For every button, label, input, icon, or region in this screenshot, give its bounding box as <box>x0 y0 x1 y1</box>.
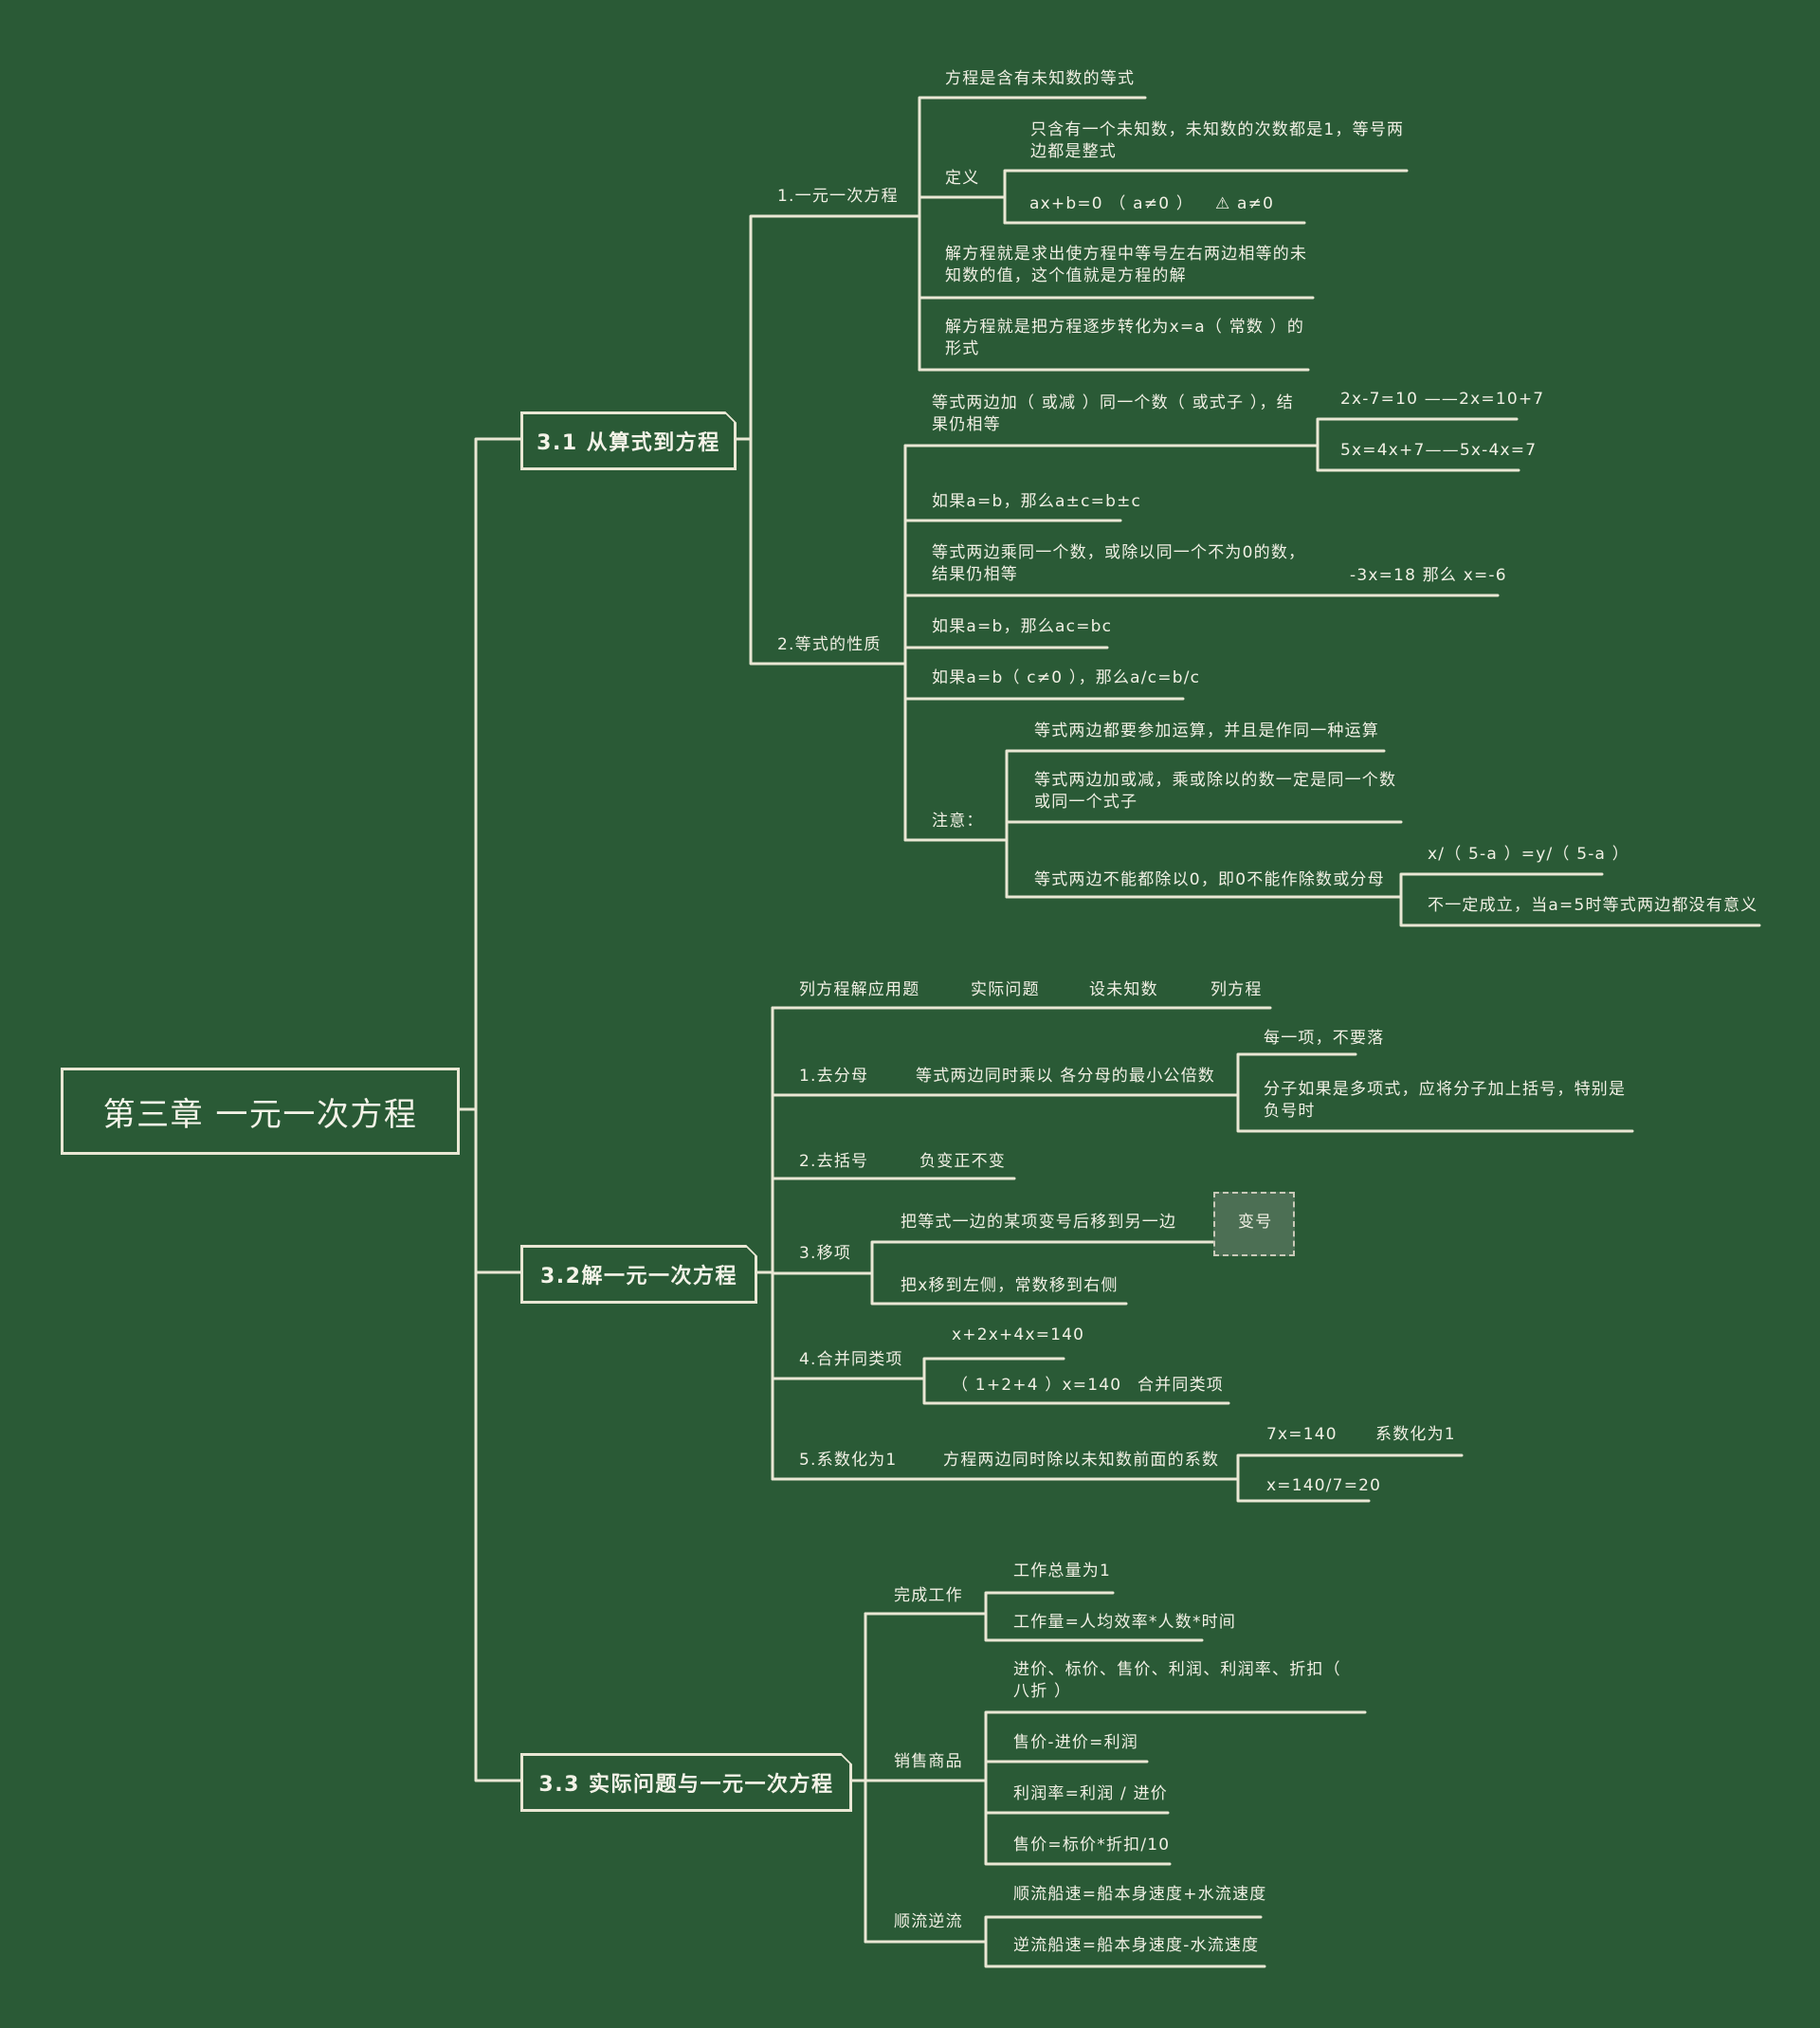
prop-1-example-1[interactable]: 2x-7=10 ——2x=10+7 <box>1340 390 1545 409</box>
step-5-note[interactable]: 系数化为1 <box>1375 1425 1456 1444</box>
sale-item-3[interactable]: 利润率=利润 / 进价 <box>1013 1784 1168 1803</box>
steps-head-2[interactable]: 实际问题 <box>971 980 1040 999</box>
steps-head-4[interactable]: 列方程 <box>1210 980 1263 999</box>
section-3-2-node[interactable]: 3.2解一元一次方程 <box>520 1245 757 1304</box>
section-3-2-title: 3.2解一元一次方程 <box>540 1265 737 1288</box>
step-1-note-2[interactable]: 分子如果是多项式，应将分子加上括号，特别是负号时 <box>1264 1080 1627 1121</box>
steps-head-3[interactable]: 设未知数 <box>1089 980 1158 999</box>
flow-item-1[interactable]: 顺流船速=船本身速度+水流速度 <box>1013 1885 1267 1904</box>
prop-item-5[interactable]: 如果a=b（ c≠0 ），那么a/c=b/c <box>932 668 1201 687</box>
def-form[interactable]: ax+b=0 （ a≠0 ） <box>1029 194 1194 213</box>
step-2-desc[interactable]: 负变正不变 <box>919 1152 1006 1171</box>
section-3-3-title: 3.3 实际问题与一元一次方程 <box>538 1773 834 1797</box>
step-5-desc[interactable]: 方程两边同时除以未知数前面的系数 <box>943 1451 1220 1470</box>
step-3-tag: 变号 <box>1238 1213 1273 1232</box>
note-label[interactable]: 注意： <box>932 812 984 831</box>
step-5-example-2[interactable]: x=140/7=20 <box>1266 1476 1382 1495</box>
note-corner-icon <box>746 1245 757 1256</box>
eq-title[interactable]: 1.一元一次方程 <box>777 187 899 206</box>
step-5[interactable]: 5.系数化为1 <box>799 1451 898 1470</box>
section-3-3-node[interactable]: 3.3 实际问题与一元一次方程 <box>520 1753 852 1812</box>
solve-item-1[interactable]: 解方程就是求出使方程中等号左右两边相等的未知数的值，这个值就是方程的解 <box>945 245 1308 285</box>
prop-1-example-2[interactable]: 5x=4x+7——5x-4x=7 <box>1340 441 1538 460</box>
sale-item-1[interactable]: 进价、标价、售价、利润、利润率、折扣（ 八折 ） <box>1013 1660 1341 1701</box>
section-3-1-node[interactable]: 3.1 从算式到方程 <box>520 411 737 470</box>
note-corner-icon <box>841 1753 852 1764</box>
flow-item-2[interactable]: 逆流船速=船本身速度-水流速度 <box>1013 1936 1260 1955</box>
step-3-desc-2[interactable]: 把x移到左侧，常数移到右侧 <box>901 1276 1119 1295</box>
prop-item-1[interactable]: 等式两边加（ 或减 ）同一个数（ 或式子 ），结果仍相等 <box>932 393 1294 434</box>
solve-item-2[interactable]: 解方程就是把方程逐步转化为x=a（ 常数 ）的形式 <box>945 318 1305 358</box>
step-3-desc-1[interactable]: 把等式一边的某项变号后移到另一边 <box>901 1213 1177 1232</box>
note-item-2[interactable]: 等式两边加或减，乘或除以的数一定是同一个数或同一个式子 <box>1034 771 1397 812</box>
note-corner-icon <box>725 411 737 423</box>
step-1-note-1[interactable]: 每一项，不要落 <box>1264 1029 1385 1048</box>
sale-item-4[interactable]: 售价=标价*折扣/10 <box>1013 1836 1171 1854</box>
def-text[interactable]: 只含有一个未知数，未知数的次数都是1，等号两边都是整式 <box>1030 120 1405 161</box>
section-3-1-title: 3.1 从算式到方程 <box>537 431 720 455</box>
prop-3-example[interactable]: -3x=18 那么 x=-6 <box>1350 566 1507 585</box>
root-node[interactable]: 第三章 一元一次方程 <box>61 1068 460 1155</box>
step-4-note[interactable]: 合并同类项 <box>1138 1376 1224 1395</box>
def-label[interactable]: 定义 <box>945 169 980 188</box>
sale-item-2[interactable]: 售价-进价=利润 <box>1013 1733 1138 1752</box>
root-title: 第三章 一元一次方程 <box>102 1095 418 1134</box>
note-item-1[interactable]: 等式两边都要参加运算，并且是作同一种运算 <box>1034 722 1379 740</box>
steps-head-1[interactable]: 列方程解应用题 <box>799 980 920 999</box>
work-label[interactable]: 完成工作 <box>894 1586 963 1605</box>
step-3-tag-box[interactable] <box>1213 1192 1295 1256</box>
step-1[interactable]: 1.去分母 <box>799 1067 869 1086</box>
prop-item-2[interactable]: 如果a=b，那么a±c=b±c <box>932 492 1142 511</box>
sale-label[interactable]: 销售商品 <box>894 1752 963 1771</box>
note-3-example-2[interactable]: 不一定成立，当a=5时等式两边都没有意义 <box>1428 896 1758 915</box>
step-4-example-2[interactable]: （ 1+2+4 ）x=140 <box>952 1376 1122 1395</box>
step-4[interactable]: 4.合并同类项 <box>799 1350 903 1369</box>
eq-item-1[interactable]: 方程是含有未知数的等式 <box>945 69 1136 88</box>
prop-item-4[interactable]: 如果a=b，那么ac=bc <box>932 617 1113 636</box>
step-4-example-1[interactable]: x+2x+4x=140 <box>952 1325 1085 1344</box>
step-2[interactable]: 2.去括号 <box>799 1152 869 1171</box>
def-warning[interactable]: ⚠ a≠0 <box>1215 194 1275 213</box>
note-3-example-1[interactable]: x/（ 5-a ）=y/（ 5-a ） <box>1428 845 1629 864</box>
prop-title[interactable]: 2.等式的性质 <box>777 635 882 654</box>
step-3[interactable]: 3.移项 <box>799 1244 852 1263</box>
prop-item-3[interactable]: 等式两边乘同一个数，或除以同一个不为0的数，结果仍相等 <box>932 543 1306 584</box>
work-item-1[interactable]: 工作总量为1 <box>1013 1562 1112 1580</box>
step-5-example-1[interactable]: 7x=140 <box>1266 1425 1338 1444</box>
step-1-desc[interactable]: 等式两边同时乘以 各分母的最小公倍数 <box>916 1067 1216 1086</box>
flow-label[interactable]: 顺流逆流 <box>894 1912 963 1931</box>
work-item-2[interactable]: 工作量=人均效率*人数*时间 <box>1013 1613 1237 1632</box>
note-item-3[interactable]: 等式两边不能都除以0，即0不能作除数或分母 <box>1034 870 1385 889</box>
